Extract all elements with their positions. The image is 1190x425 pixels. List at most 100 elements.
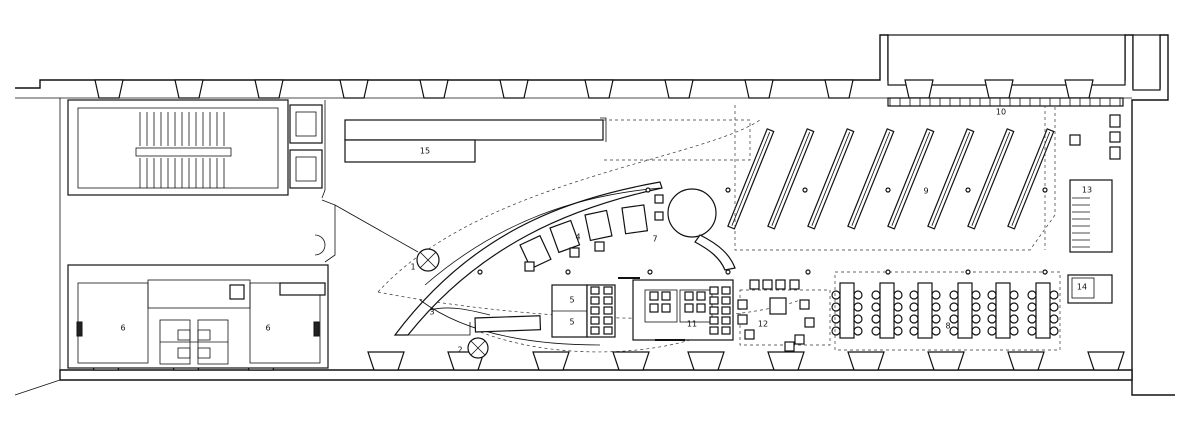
window-strip [887,97,1124,107]
seat [909,302,919,312]
seat [971,314,981,324]
chair [709,316,719,325]
lounge-chair [784,341,795,352]
column-dot [645,187,651,193]
seat [893,314,903,324]
buttress [984,79,1014,99]
label-10: 10 [996,108,1006,117]
seat [949,326,959,336]
seat [909,314,919,324]
column-dot [805,269,811,275]
chair [709,306,719,315]
seat [931,290,941,300]
buttress [174,79,204,99]
diagonal-shelves [727,128,1055,230]
lounge-chair [737,314,748,325]
seat [971,290,981,300]
label-8: 8 [945,322,950,331]
buttress [927,351,965,371]
chair [569,247,580,258]
seat [1027,314,1037,324]
seat [893,290,903,300]
seat [1027,290,1037,300]
label-9: 9 [923,187,928,196]
seat [1049,326,1059,336]
desk-row [917,282,933,339]
toilet-block [67,264,329,369]
label-14: 14 [1077,283,1087,292]
column-dot [725,269,731,275]
column-dot [965,187,971,193]
column-dot [802,187,808,193]
chair [721,306,731,315]
chair [696,291,706,301]
seat [949,314,959,324]
lounge-chair [762,279,773,290]
chair [649,303,659,313]
chair [590,296,600,305]
seat [1049,290,1059,300]
chair [721,316,731,325]
seat [909,326,919,336]
buttress [1007,351,1045,371]
buttress [367,351,405,371]
seat [893,326,903,336]
seat [987,326,997,336]
buttress [744,79,774,99]
buttress [419,79,449,99]
seat [1009,302,1019,312]
seat [987,302,997,312]
buttress [824,79,854,99]
seat [1049,302,1059,312]
top-buttresses [94,79,1094,99]
chair [696,303,706,313]
chair [590,326,600,335]
chair [709,286,719,295]
shelf-divider [931,131,971,226]
chair [603,306,613,315]
lounge-chair [737,299,748,310]
desk [549,219,581,254]
column-markers [477,187,1048,275]
chair [590,286,600,295]
seat [949,290,959,300]
shelf-divider [1011,131,1051,226]
chair [524,261,535,272]
seat [831,326,841,336]
seat [871,314,881,324]
chair [590,316,600,325]
shelf-divider [891,131,931,226]
label-6a: 6 [120,324,125,333]
round-table [654,188,736,271]
equipment-box [1067,274,1113,304]
buttress [254,79,284,99]
curve-desks [519,204,649,272]
lounge-area [737,279,831,352]
seat [853,302,863,312]
shelf [767,128,815,230]
seat [931,302,941,312]
label-15: 15 [420,147,430,156]
buttress [847,351,885,371]
seat [931,314,941,324]
shelf-divider [731,131,771,226]
chair [603,286,613,295]
label-3: 3 [429,308,434,317]
seat [1009,326,1019,336]
buttress [94,79,124,99]
desk-row [879,282,895,339]
pivot-2 [467,337,489,359]
chair [709,326,719,335]
column-dot [647,269,653,275]
desk-row [957,282,973,339]
shelf-zone-outline [734,105,1056,251]
desk-row [995,282,1011,339]
column-dot [1042,269,1048,275]
chair [594,241,605,252]
buttress [612,351,650,371]
shelf-divider [811,131,851,226]
chair [721,296,731,305]
chair [603,316,613,325]
shelf [927,128,975,230]
reception-counter [429,307,542,333]
